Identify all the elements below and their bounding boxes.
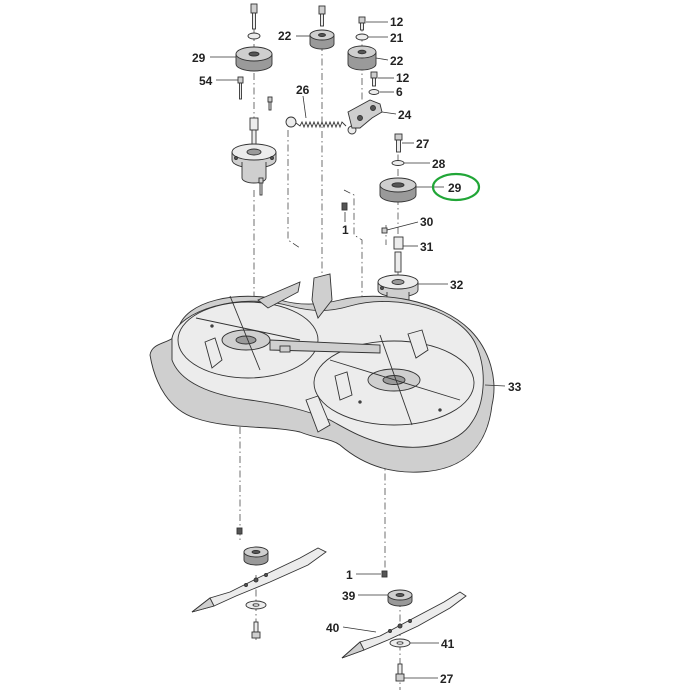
label-32: 32 (450, 278, 464, 292)
idler-arm-24 (347, 99, 383, 129)
washer-top-left (247, 32, 261, 40)
screw-small-left-2 (258, 177, 264, 196)
label-22-right: 22 (390, 54, 404, 68)
part-labels: 12 21 22 22 29 12 54 6 26 24 27 28 29 1 … (192, 15, 522, 686)
label-21: 21 (390, 31, 404, 45)
label-6: 6 (396, 85, 403, 99)
spindle-shaft-left (249, 117, 259, 147)
label-41: 41 (441, 637, 455, 651)
bolt-12-top (358, 16, 366, 31)
bolt-left-bottom (251, 621, 261, 639)
washer-6 (368, 89, 380, 95)
bolt-1-lower (381, 570, 388, 578)
bolt-1-upper (341, 202, 348, 211)
label-22-left: 22 (278, 29, 292, 43)
washer-21 (355, 33, 369, 41)
washer-left-lower (245, 600, 267, 610)
bolt-54 (237, 76, 244, 100)
label-1-upper: 1 (342, 223, 349, 237)
label-26: 26 (296, 83, 310, 97)
label-1-lower: 1 (346, 568, 353, 582)
pulley-29-left (235, 46, 273, 72)
bolt-left-lower (236, 527, 243, 535)
label-54: 54 (199, 74, 213, 88)
key-30 (381, 227, 388, 234)
bearing-left-lower (243, 546, 269, 566)
bolt-12-mid (370, 71, 378, 87)
label-27-bottom: 27 (440, 672, 454, 686)
bolt-top-left (250, 3, 258, 30)
label-29-right: 29 (448, 181, 462, 195)
pulley-29-right (379, 177, 417, 203)
label-12-top: 12 (390, 15, 404, 29)
bearing-39 (387, 589, 413, 607)
bolt-27-bottom (395, 663, 405, 682)
spring-26 (285, 116, 357, 135)
label-30: 30 (420, 215, 434, 229)
label-31: 31 (420, 240, 434, 254)
pin-top-center (318, 5, 326, 27)
label-27-top: 27 (416, 137, 430, 151)
label-28: 28 (432, 157, 446, 171)
mower-deck-33 (149, 273, 495, 473)
blade-40 (341, 591, 467, 659)
label-39: 39 (342, 589, 356, 603)
label-24: 24 (398, 108, 412, 122)
label-40: 40 (326, 621, 340, 635)
label-33: 33 (508, 380, 522, 394)
spindle-housing-left (231, 143, 277, 184)
bolt-27-top (394, 133, 403, 153)
screw-small-left (267, 96, 273, 111)
bushing-31 (393, 236, 404, 250)
leader-lines (210, 21, 506, 679)
washer-28 (391, 160, 405, 166)
label-29-left: 29 (192, 51, 206, 65)
pulley-22-top-right (347, 45, 377, 71)
blade-left (191, 547, 327, 613)
highlight-circle (431, 172, 481, 202)
pulley-22-top-center (309, 29, 335, 50)
washer-41 (389, 638, 411, 648)
label-12-mid: 12 (396, 71, 410, 85)
